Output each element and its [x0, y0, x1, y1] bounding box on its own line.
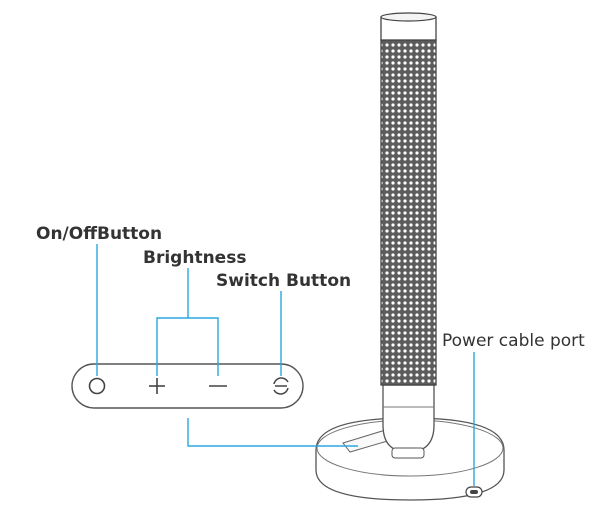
switch-button-label: Switch Button: [216, 271, 352, 291]
brightness-label: Brightness: [143, 248, 247, 268]
power-circle-icon[interactable]: [88, 377, 106, 395]
leader-panel-to-base: [187, 418, 358, 447]
leader-brightness-bracket: [156, 317, 219, 376]
power-port-icon: [465, 486, 483, 498]
plus-icon[interactable]: [149, 378, 165, 394]
on-off-button-label: On/OffButton: [36, 224, 163, 244]
power-cable-port-label: Power cable port: [442, 331, 585, 351]
lamp-pole: [380, 12, 437, 459]
leader-lines: [96, 244, 475, 486]
control-panel: [71, 363, 304, 409]
switch-cycle-icon[interactable]: [273, 377, 289, 395]
